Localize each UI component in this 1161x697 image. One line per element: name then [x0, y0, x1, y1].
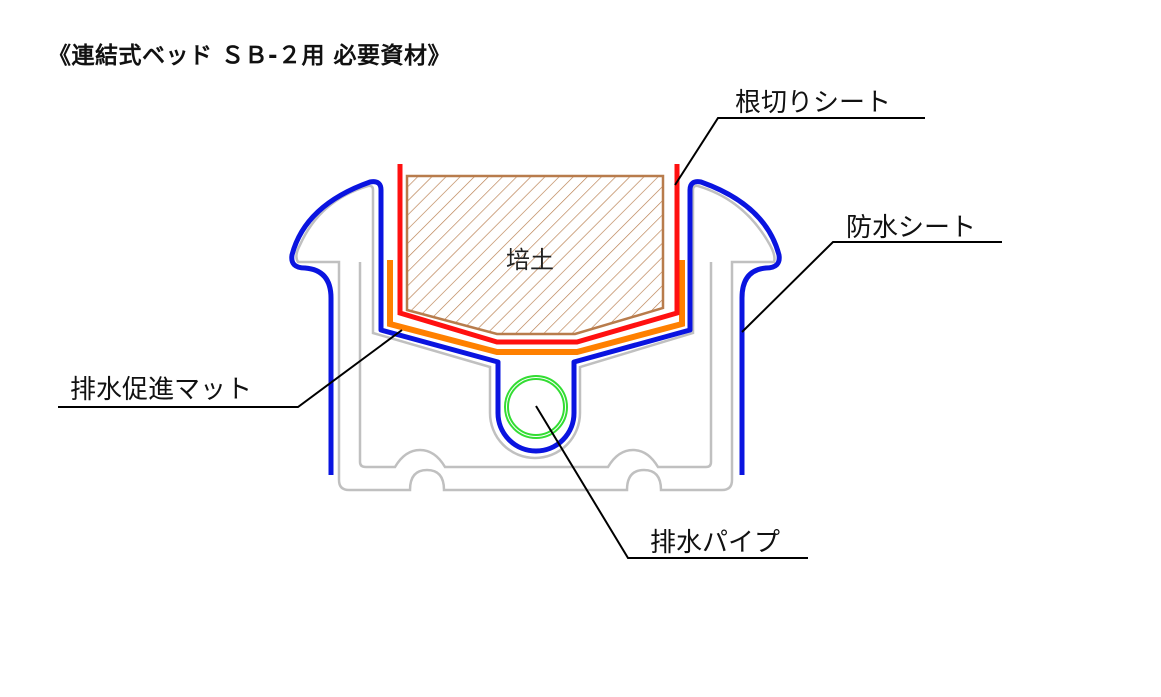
label-root-sheet: 根切りシート	[735, 88, 892, 118]
bed-frame-outline	[295, 184, 776, 492]
page-title: 《連結式ベッド ＳＢ-２用 必要資材》	[48, 43, 452, 69]
label-soil: 培土	[506, 246, 554, 274]
leader-drain-pipe	[535, 405, 808, 559]
waterproof-sheet	[289, 179, 782, 475]
bed-frame-inner	[358, 262, 713, 469]
drain-pipe-inner-circle	[507, 378, 565, 436]
label-drain-mat: 排水促進マット	[70, 375, 253, 405]
drain-pipe-circle	[504, 375, 568, 439]
label-waterproof-sheet: 防水シート	[846, 213, 977, 243]
leader-root-sheet	[674, 117, 925, 186]
soil-area	[405, 174, 665, 336]
label-drain-pipe: 排水パイプ	[650, 528, 781, 558]
leader-waterproof-sheet	[741, 241, 1002, 333]
root-sheet	[397, 164, 680, 345]
drain-mat	[387, 260, 685, 355]
leader-drain-mat	[58, 329, 403, 408]
